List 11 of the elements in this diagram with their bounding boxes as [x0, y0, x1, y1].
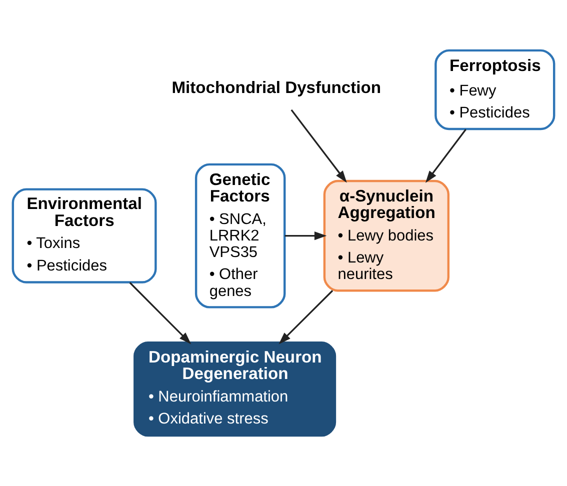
node-text: Mitochondrial Dysfunction: [172, 78, 381, 98]
arrow: [284, 232, 327, 240]
arrow: [425, 128, 466, 183]
arrow: [129, 282, 192, 344]
node-box: Ferroptosis • Fewy • Pesticides: [434, 49, 556, 130]
arrow: [278, 290, 334, 344]
node-box: α-Synuclein Aggregation • Lewy bodies • Lewy neurites: [323, 180, 450, 292]
node-box: Genetic Factors • SNCA, LRRK2 VPS35 • Other genes: [194, 163, 286, 308]
arrow: [290, 109, 347, 183]
node-box: Dopaminergic Neuron Degeneration • Neuroinfiammation • Oxidative stress: [134, 342, 336, 437]
node-box: Environmental Factors • Toxins • Pesticides: [12, 188, 157, 284]
